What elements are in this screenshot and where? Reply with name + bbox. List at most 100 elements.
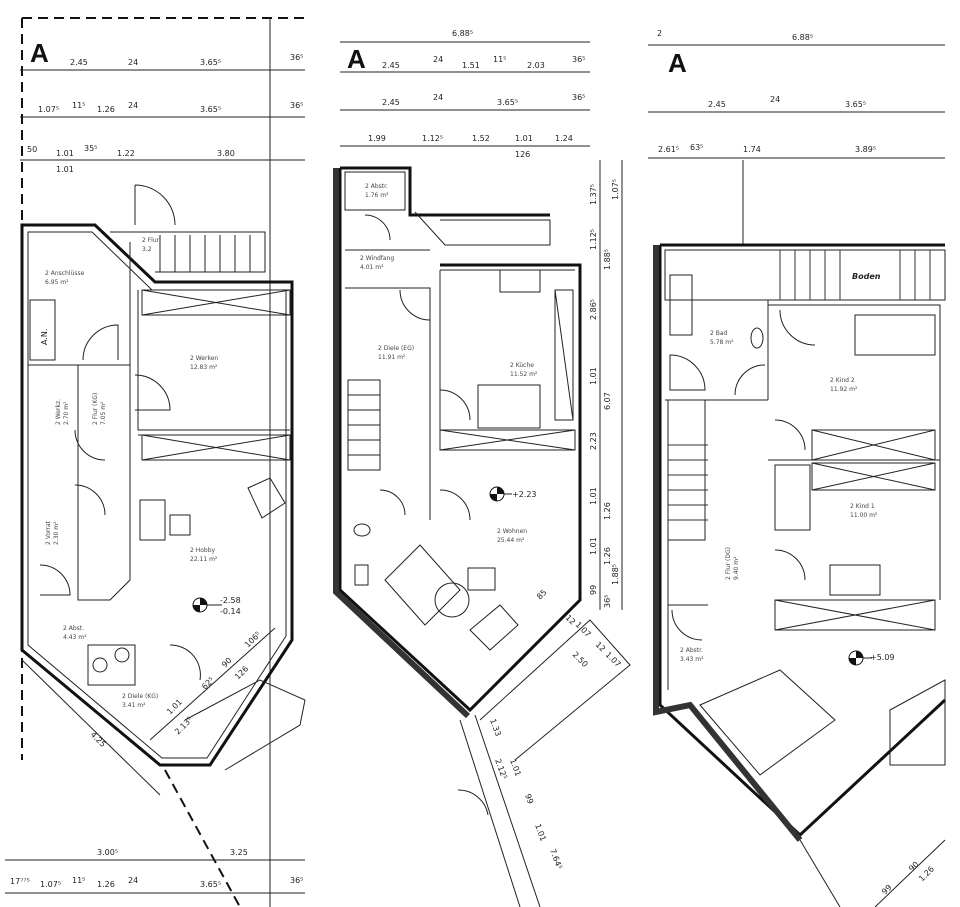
dimension-or-label-text: 36⁵: [572, 93, 585, 102]
dimension-or-label-text: 63⁵: [690, 143, 703, 152]
level-marker: -2.58 -0.14: [192, 596, 241, 616]
dimension-or-label-text: 1.26: [97, 105, 115, 114]
dimension-or-label-text: 7.05 m²: [100, 401, 107, 425]
exterior-wall: [20, 223, 294, 767]
dimension-or-label-text: 2 Wohnen: [497, 528, 527, 535]
wardrobe: [811, 429, 936, 461]
path: [799, 839, 841, 907]
dimension-or-label-text: 11⁵: [72, 876, 85, 885]
dimension-or-label-text: 35⁵: [84, 144, 97, 153]
dimension-or-label-text: 1.01: [589, 487, 598, 505]
dimension-or-label-text: 2 Abstr.: [680, 647, 703, 654]
dimension-or-label-text: 4.25: [89, 730, 108, 749]
top-floor-plan: A 2 6.88⁵ 2.45 24 3.65⁵ 2.61⁵ 63⁵ 1.74 3…: [648, 29, 947, 907]
dimension-or-label-text: 1.22: [117, 149, 135, 158]
dimension-or-label-text: +5.09: [870, 653, 895, 662]
an-box: [29, 299, 56, 361]
interior-walls: [665, 300, 941, 690]
plan-line: [92, 657, 108, 673]
armchair: [467, 567, 496, 591]
storage-box: [344, 171, 406, 211]
dimension-or-label-text: 2: [657, 29, 662, 38]
dimension-or-label-text: 1.07⁵: [40, 880, 61, 889]
dimension-or-label-text: 3.89⁵: [855, 145, 876, 154]
dimension-or-label-text: 6.88⁵: [792, 33, 813, 42]
dimension-or-label-text: 7.64⁵: [548, 848, 564, 871]
dimension-or-label-text: 3.00⁵: [97, 848, 118, 857]
door: [74, 429, 106, 516]
dimension-row-3: 50 1.01 35⁵ 1.22 3.80 1.01: [20, 144, 305, 174]
door: [134, 374, 171, 411]
dimension-or-label-text: 3.65⁵: [200, 880, 221, 889]
plan-line: [149, 627, 276, 741]
dimension-or-label-text: 1.88⁵: [603, 249, 612, 270]
dimension-or-label-text: 2 Anschlüsse: [45, 270, 85, 277]
dimension-or-label-text: 1.99: [368, 134, 386, 143]
dimension-or-label-text: 62⁵: [200, 676, 216, 692]
dimension-or-label-text: 11⁵: [493, 55, 506, 64]
dimension-or-label-text: 36⁵: [290, 876, 303, 885]
dimension-or-label-text: 3.25: [230, 848, 248, 857]
dimension-or-label-text: 126: [515, 150, 530, 159]
dimension-or-label-text: 2.03: [527, 61, 545, 70]
bed: [774, 464, 811, 531]
dimension-or-label-text: 12.83 m²: [190, 364, 218, 371]
dimension-or-label-text: 2 Werkz.: [55, 399, 62, 425]
dimension-bottom-2: 17⁷⁷⁵ 1.07⁵ 11⁵ 1.26 24 3.65⁵ 36⁵: [5, 876, 305, 894]
desk: [829, 564, 881, 596]
section-marker: A: [30, 38, 49, 68]
dimension-or-label-text: 2 Vorrat: [45, 520, 52, 545]
dimension-or-label-text: 6.95 m²: [45, 279, 69, 286]
kitchen-sink: [499, 269, 541, 293]
door: [82, 324, 119, 361]
dimension-or-label-text: 1.01: [589, 367, 598, 385]
dimension-or-label-text: 1.01: [589, 537, 598, 555]
washbasin: [353, 523, 371, 537]
dimension-or-label-text: 2.61⁵: [658, 145, 679, 154]
toilet: [354, 564, 369, 586]
exterior-wall: [338, 166, 582, 713]
door: [439, 389, 471, 421]
dimension-or-label-text: 3.65⁵: [200, 58, 221, 67]
door: [39, 564, 71, 596]
dimension-or-label-text: 24: [433, 93, 443, 102]
dimension-or-label-text: 2.12⁵: [493, 758, 509, 781]
shelf: [439, 429, 576, 451]
dimension-or-label-text: 22.11 m²: [190, 556, 218, 563]
dimension-or-label-text: 1.26: [603, 547, 612, 565]
plan-line: [114, 647, 130, 663]
terrace: [479, 619, 631, 761]
dimension-or-label-text: 2 Abstr.: [365, 183, 388, 190]
dimension-or-label-text: 2.50: [571, 650, 590, 669]
dimension-or-label-text: 106⁵: [243, 630, 262, 649]
dimension-or-label-text: 6.07: [603, 392, 612, 410]
washbasin: [750, 327, 764, 349]
dimension-or-label-text: 24: [433, 55, 443, 64]
dimension-or-label-text: 1.24: [555, 134, 573, 143]
dimension-bottom: 99 90 1.26: [874, 839, 946, 907]
dimension-row-3: 2.61⁵ 63⁵ 1.74 3.89⁵: [648, 143, 945, 159]
interior-walls: [345, 249, 575, 520]
dimension-right-1: 1.37⁵ 1.12⁵ 2.86⁵ 1.01 2.23 1.01 1.01 99: [589, 160, 601, 610]
armchair: [469, 604, 519, 651]
dimension-or-label-text: 2.45: [708, 100, 726, 109]
door: [734, 309, 816, 396]
dimension-or-label-text: 3.65⁵: [497, 98, 518, 107]
dimension-or-label-text: 1.26: [603, 502, 612, 520]
shelf-hobby: [141, 434, 291, 461]
door: [364, 214, 391, 241]
level-marker: +5.09: [848, 650, 895, 666]
staircase: [347, 379, 381, 471]
door: [439, 489, 471, 521]
ground-floor-plan: A 6.88⁵ 2.45 24 1.51 11⁵ 2.03 36⁵ 2.45 2…: [333, 29, 631, 907]
dimension-or-label-text: 2 Flur: [142, 237, 160, 244]
dimension-or-label-text: 12: [594, 640, 608, 654]
interior-walls: [28, 242, 290, 601]
door: [457, 789, 489, 816]
entry-door: [134, 184, 176, 226]
dimension-or-label-text: 2.86⁵: [589, 299, 598, 320]
wardrobe: [774, 599, 936, 631]
section-marker: A: [347, 44, 366, 74]
dimension-or-label-text: 1.74: [743, 145, 761, 154]
property-line: [164, 769, 241, 907]
